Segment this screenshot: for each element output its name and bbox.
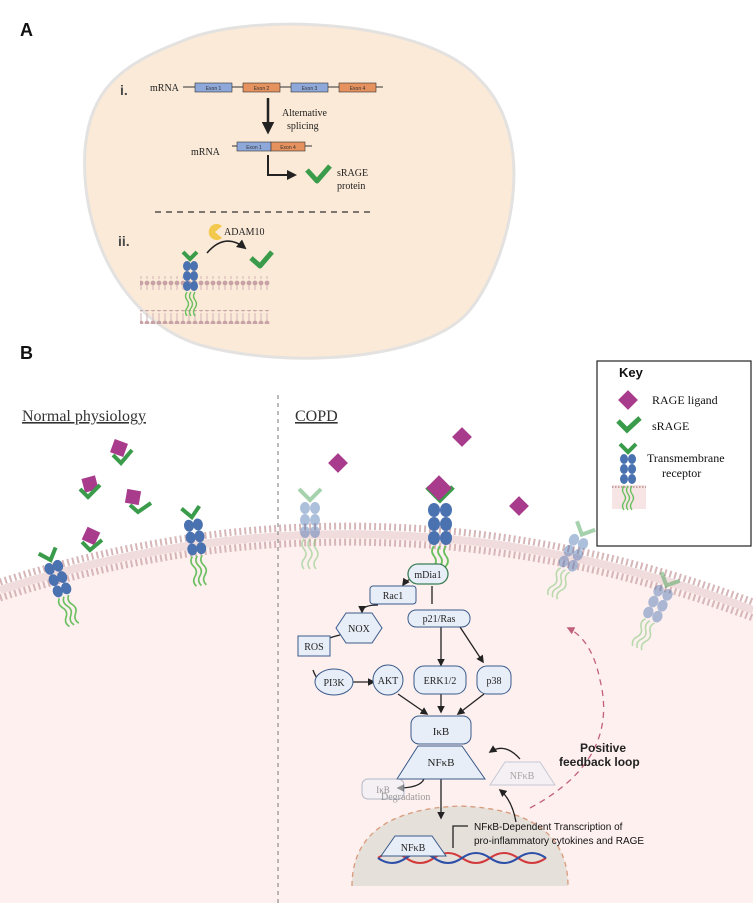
exon-1: Exon 1	[194, 82, 233, 93]
srage-protein-label-2: protein	[337, 181, 365, 192]
svg-text:Exon 3: Exon 3	[302, 86, 318, 92]
node-nfkb: NFκB	[396, 745, 486, 780]
panel-b-label: B	[20, 343, 33, 363]
normal-physiology-heading: Normal physiology	[22, 408, 146, 425]
panel-a-membrane	[140, 276, 270, 324]
node-ikb-degraded: IκB	[361, 778, 405, 800]
node-p38: p38	[476, 665, 512, 695]
svg-text:ERK1/2: ERK1/2	[424, 676, 457, 687]
rage-ligand	[452, 427, 472, 447]
spliced-exon-4: Exon 4	[270, 141, 306, 152]
svg-text:ROS: ROS	[304, 642, 323, 653]
adam10-enzyme-icon	[208, 224, 222, 240]
node-mdia1: mDia1	[407, 563, 449, 585]
degradation-label: Degradation	[381, 792, 430, 803]
copd-heading: COPD	[295, 408, 338, 425]
feedback-loop-label-1: Positive	[580, 741, 626, 755]
svg-text:PI3K: PI3K	[323, 678, 345, 689]
nucleus	[352, 806, 568, 886]
membrane-core	[0, 530, 753, 614]
translation-arrow	[267, 155, 297, 180]
panel-a-label: A	[20, 20, 33, 40]
plasma-membrane-outer	[0, 522, 753, 606]
node-pi3k: PI3K	[314, 668, 354, 696]
adam10-label: ADAM10	[224, 227, 265, 238]
srage-ligand-complex	[110, 439, 134, 466]
mrna-label: mRNA	[150, 83, 180, 94]
svg-text:p38: p38	[487, 676, 502, 687]
svg-text:Exon 2: Exon 2	[254, 86, 270, 92]
node-akt: AKT	[372, 664, 404, 696]
exon-2: Exon 2	[242, 82, 281, 93]
cell-blob	[83, 22, 516, 360]
sub-label-ii: ii.	[118, 233, 130, 249]
splicing-label-1: Alternative	[282, 108, 328, 119]
rage-ligand	[509, 496, 529, 516]
srage-protein-icon	[305, 164, 332, 184]
node-nfkb-ghost: NFκB	[489, 761, 556, 786]
node-nox: NOX	[335, 612, 383, 644]
plasma-membrane-inner	[0, 538, 753, 622]
splicing-label-2: splicing	[287, 121, 319, 132]
srage-ligand-complex	[124, 488, 153, 515]
node-p21ras: p21/Ras	[407, 609, 471, 628]
key-title: Key	[619, 365, 644, 380]
key-receptor-label-1: Transmembrane	[647, 451, 725, 465]
feedback-loop-arrow	[529, 627, 605, 809]
svg-text:Exon 4: Exon 4	[350, 86, 366, 92]
svg-text:IκB: IκB	[376, 785, 390, 795]
sub-label-i: i.	[120, 82, 128, 98]
svg-text:NFκB: NFκB	[510, 771, 535, 782]
srage-ligand-complex	[78, 475, 102, 500]
svg-text:AKT: AKT	[378, 676, 399, 687]
key-srage-icon	[616, 416, 642, 434]
transmembrane-receptor	[37, 546, 80, 628]
node-rac1: Rac1	[369, 585, 417, 605]
svg-text:NFκB: NFκB	[428, 757, 455, 769]
svg-text:mDia1: mDia1	[414, 570, 441, 581]
panel-a-receptor	[181, 250, 199, 317]
spliced-mrna-label: mRNA	[191, 147, 221, 158]
rage-ligand	[328, 453, 348, 473]
srage-protein-label-1: sRAGE	[337, 168, 368, 179]
shed-srage-icon	[249, 250, 274, 269]
key-receptor-label-2: receptor	[662, 466, 701, 480]
key-receptor-icon	[612, 442, 646, 511]
exon-3: Exon 3	[290, 82, 329, 93]
transcription-label-1: NFκB-Dependent Transcription of	[474, 822, 623, 833]
svg-text:p21/Ras: p21/Ras	[423, 614, 456, 625]
transmembrane-receptor	[180, 504, 208, 587]
node-ikb: IκB	[410, 715, 472, 745]
nuclear-envelope	[351, 805, 569, 887]
transmembrane-receptor-faded	[297, 487, 323, 570]
transmembrane-receptor-faded	[631, 571, 681, 651]
exon-4: Exon 4	[338, 82, 377, 93]
svg-text:Exon 1: Exon 1	[246, 145, 262, 151]
transmembrane-receptor-faded	[547, 520, 596, 600]
svg-text:Rac1: Rac1	[383, 591, 404, 602]
pathway-arrows	[312, 572, 521, 848]
svg-text:NOX: NOX	[348, 624, 370, 635]
key-box: Key RAGE ligand sRAGE Transmembrane rece…	[596, 360, 752, 547]
ligand-bound-receptor	[425, 475, 455, 577]
svg-text:IκB: IκB	[433, 726, 450, 738]
key-ligand-icon	[618, 390, 638, 410]
feedback-loop-label-2: feedback loop	[559, 755, 640, 769]
cleavage-arrow	[206, 239, 247, 254]
node-ros: ROS	[297, 635, 331, 657]
transcription-label-2: pro-inflammatory cytokines and RAGE	[474, 836, 644, 847]
dna-strand	[377, 852, 547, 864]
srage-ligand-complex	[80, 526, 104, 553]
svg-text:Exon 1: Exon 1	[206, 86, 222, 92]
svg-text:NFκB: NFκB	[401, 843, 426, 854]
node-nfkb-nucleus: NFκB	[380, 835, 447, 857]
cytoplasm	[0, 534, 753, 903]
key-ligand-label: RAGE ligand	[652, 393, 718, 407]
svg-text:Exon 4: Exon 4	[280, 145, 296, 151]
spliced-exon-1: Exon 1	[236, 141, 272, 152]
node-erk: ERK1/2	[413, 665, 467, 695]
key-srage-label: sRAGE	[652, 419, 689, 433]
